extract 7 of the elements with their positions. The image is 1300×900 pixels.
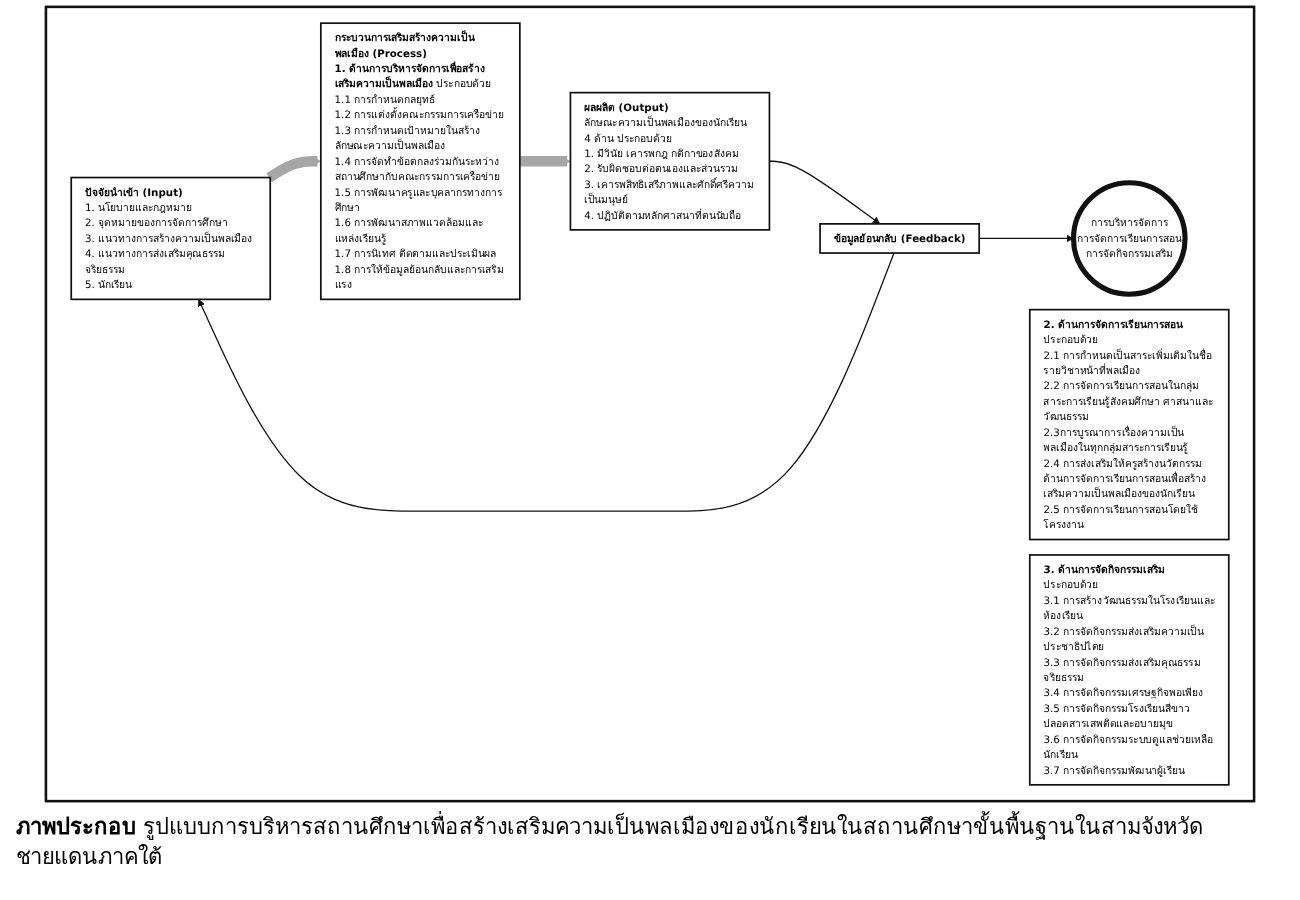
- arrow: [266, 156, 322, 182]
- arrow: [518, 156, 571, 167]
- caption: ภาพประกอบ รูปแบบการบริหารสถานศึกษาเพื่อสร้างเสริมความเป็นพลเมืองของนักเรียนในสถานศึกษาขั้นพื้นฐานในสามจังหวัดชายแดนภาคใต้: [16, 812, 1205, 874]
- arrow: [768, 160, 881, 225]
- arrow: [198, 252, 895, 512]
- arrow: [978, 234, 1074, 243]
- cluster: [44, 5, 1256, 803]
